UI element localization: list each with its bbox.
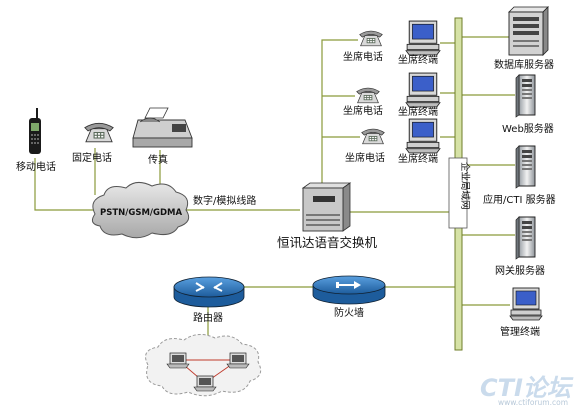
watermark: CTI论坛 www.ctiforum.com — [480, 374, 574, 407]
connection-lines — [34, 36, 515, 345]
agent-terminal-1: 坐席终端 — [398, 20, 441, 66]
agent-phone-icon — [359, 30, 383, 47]
lan-bus: 企业局域网 — [448, 17, 471, 351]
watermark-logo: CTI论坛 — [480, 374, 574, 402]
firewall: 防火墙 — [312, 275, 386, 319]
agent-phone-1: 坐席电话 — [343, 30, 383, 63]
cti-server: 应用/CTI 服务器 — [483, 145, 556, 206]
trunk-line-label: 数字/模拟线路 — [193, 194, 256, 207]
laptop-icon — [226, 352, 250, 369]
database-server: 数据库服务器 — [494, 6, 554, 71]
router-icon — [173, 276, 245, 308]
agent-terminal-label: 坐席终端 — [398, 53, 438, 66]
gateway-server: 网关服务器 — [495, 216, 545, 277]
agent-phone-icon — [361, 128, 385, 145]
fixed-phone-label: 固定电话 — [72, 151, 112, 164]
agent-phone-icon — [356, 87, 380, 104]
tower-server-icon — [515, 216, 536, 260]
switch-label: 恒讯达语音交换机 — [277, 235, 378, 250]
agent-phone-3: 坐席电话 — [345, 128, 385, 164]
mobile-phone-label: 移动电话 — [16, 160, 56, 173]
fax-machine: 传真 — [132, 107, 193, 166]
tower-server-icon — [515, 145, 536, 189]
cloud-icon — [91, 182, 190, 239]
computer-icon — [509, 287, 543, 321]
agent-phone-label: 坐席电话 — [343, 104, 383, 117]
agent-terminal-2: 坐席终端 — [398, 72, 441, 118]
web-server: Web服务器 — [502, 74, 554, 135]
switch-icon — [301, 182, 352, 232]
voice-switch: 恒讯达语音交换机 — [277, 182, 378, 250]
agent-terminal-label: 坐席终端 — [398, 152, 438, 165]
laptop-icon — [193, 375, 217, 392]
fax-label: 传真 — [148, 153, 168, 166]
fax-icon — [132, 107, 193, 148]
agent-phone-label: 坐席电话 — [343, 50, 383, 63]
fixed-phone: 固定电话 — [72, 122, 114, 164]
tower-server-icon — [515, 74, 536, 118]
database-server-icon — [508, 6, 549, 56]
firewall-label: 防火墙 — [334, 306, 364, 319]
web-server-label: Web服务器 — [502, 122, 554, 135]
computer-icon — [405, 72, 441, 108]
lan-bus-label: 企业局域网 — [459, 162, 471, 210]
cloud-icon — [145, 334, 262, 397]
pstn-cloud: PSTN/GSM/GDMA — [91, 182, 190, 239]
management-terminal: 管理终端 — [500, 287, 543, 338]
router: 路由器 — [173, 276, 245, 324]
pstn-cloud-label: PSTN/GSM/GDMA — [100, 208, 183, 218]
router-label: 路由器 — [193, 311, 223, 324]
agent-terminal-label: 坐席终端 — [398, 105, 438, 118]
computer-icon — [405, 118, 441, 154]
firewall-icon — [312, 275, 386, 305]
computer-icon — [405, 20, 441, 56]
agent-phone-2: 坐席电话 — [343, 87, 383, 117]
mobile-phone-icon — [29, 108, 41, 154]
management-terminal-label: 管理终端 — [500, 325, 540, 338]
agent-terminal-3: 坐席终端 — [398, 118, 441, 165]
agent-phone-label: 坐席电话 — [345, 151, 385, 164]
cti-server-label: 应用/CTI 服务器 — [483, 193, 556, 206]
fixed-phone-icon — [84, 122, 114, 143]
gateway-server-label: 网关服务器 — [495, 264, 545, 277]
laptop-icon — [166, 352, 190, 369]
mobile-phone: 移动电话 — [16, 108, 56, 173]
internet-cloud — [145, 334, 262, 397]
watermark-url: www.ctiforum.com — [498, 398, 568, 407]
database-server-label: 数据库服务器 — [494, 58, 554, 71]
